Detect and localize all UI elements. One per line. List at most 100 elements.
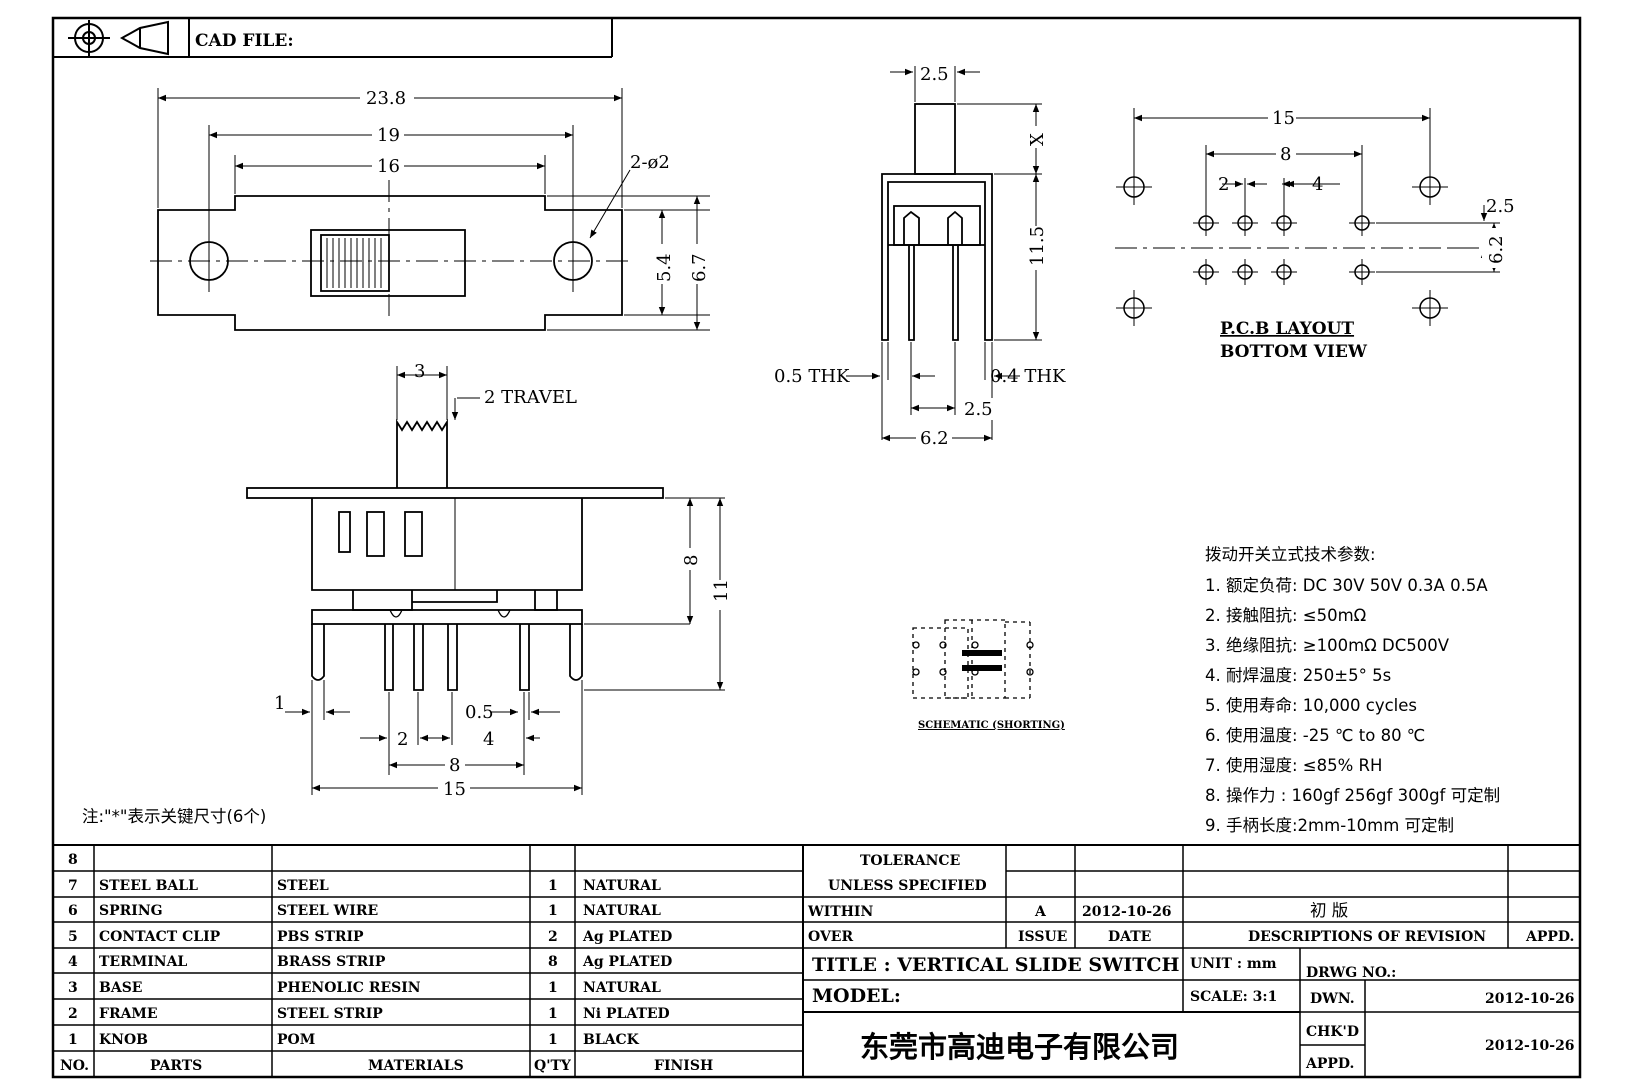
schematic-caption: SCHEMATIC (SHORTING): [918, 720, 1065, 731]
bom-table: [53, 844, 1580, 1077]
dim-thk-04: 0.4 THK: [990, 366, 1066, 387]
dim-x: X: [1027, 133, 1048, 146]
side-view: [246, 366, 725, 795]
spec-title: 拨动开关立式技术参数:: [1205, 545, 1376, 564]
approved-label: APPD.: [1305, 1056, 1354, 1072]
bom-material: STEEL WIRE: [277, 903, 378, 919]
bom-part: BASE: [99, 980, 142, 996]
bom-qty: 1: [548, 1032, 558, 1048]
bom-row-no: 8: [68, 852, 78, 868]
date-header: DATE: [1108, 929, 1151, 945]
bom-qty: 1: [548, 1006, 558, 1022]
bom-finish: NATURAL: [583, 903, 661, 919]
bom-header-materials: MATERIALS: [368, 1058, 464, 1074]
dim-pcb-15: 15: [1272, 108, 1295, 129]
bom-table-text: 8 7 STEEL BALL STEEL 1 NATURAL 6 SPRING …: [60, 852, 713, 1074]
spec-item: 6. 使用温度: -25 ℃ to 80 ℃: [1205, 726, 1425, 745]
bom-qty: 1: [548, 980, 558, 996]
table-row: 4 TERMINAL BRASS STRIP 8 Ag PLATED: [68, 954, 672, 970]
pcb-dims: 15 8 2 4 2.5 6.2 P.C.B LAYOUT BOTTOM VIE…: [1218, 106, 1515, 362]
spec-item: 3. 绝缘阻抗: ≥100mΩ DC500V: [1205, 636, 1450, 655]
bom-qty: 1: [548, 903, 558, 919]
dim-travel: 2 TRAVEL: [484, 387, 577, 408]
dim-height-11: 11: [711, 579, 732, 602]
end-view-dims: 2.5 X 11.5 0.5 THK 0.4 THK 2.5 6.2: [774, 64, 1066, 450]
bom-row-no: 1: [68, 1032, 78, 1048]
bom-part: STEEL BALL: [99, 878, 198, 894]
bom-material: PHENOLIC RESIN: [277, 980, 421, 996]
unit-label: UNIT : mm: [1190, 956, 1277, 972]
schematic: [912, 619, 1034, 700]
bom-header-no: NO.: [60, 1058, 89, 1074]
tolerance-label: TOLERANCE: [860, 853, 960, 869]
dim-terminal-05: 0.5: [465, 702, 494, 723]
spec-item: 7. 使用湿度: ≤85% RH: [1205, 756, 1382, 775]
unless-specified-label: UNLESS SPECIFIED: [828, 878, 987, 894]
bom-finish: Ni PLATED: [583, 1006, 670, 1022]
key-dimension-note: 注:"*"表示关键尺寸(6个): [82, 807, 266, 826]
checked-label: CHK'D: [1306, 1024, 1359, 1040]
dim-height-inner: 5.4: [654, 253, 675, 282]
bom-header-qty: Q'TY: [534, 1058, 572, 1074]
within-label: WITHIN: [807, 904, 873, 920]
bom-part: KNOB: [99, 1032, 148, 1048]
pcb-bottom-view-label: BOTTOM VIEW: [1220, 342, 1368, 362]
title-block-text: TOLERANCE UNLESS SPECIFIED WITHIN OVER A…: [807, 853, 1575, 1072]
bom-finish: BLACK: [583, 1032, 640, 1048]
revision-description: 初 版: [1310, 901, 1348, 920]
bom-row-no: 2: [68, 1006, 78, 1022]
cad-file-label: CAD FILE:: [195, 31, 294, 51]
bom-finish: NATURAL: [583, 980, 661, 996]
bom-row-no: 7: [68, 878, 78, 894]
dim-height-8: 8: [681, 555, 702, 566]
dim-body-length: 16: [377, 156, 400, 177]
revision-letter: A: [1034, 904, 1047, 920]
dim-pcb-2: 2: [1218, 174, 1229, 195]
table-row: 1 KNOB POM 1 BLACK: [68, 1032, 640, 1048]
revision-header: DESCRIPTIONS OF REVISION: [1248, 929, 1486, 945]
drawn-date: 2012-10-26: [1485, 991, 1575, 1007]
table-row: 3 BASE PHENOLIC RESIN 1 NATURAL: [68, 980, 661, 996]
dim-pitch-15: 15: [443, 779, 466, 800]
approved-header: APPD.: [1525, 929, 1574, 945]
issue-header: ISSUE: [1018, 929, 1067, 945]
specifications: 拨动开关立式技术参数: 1. 额定负荷: DC 30V 50V 0.3A 0.5…: [1205, 545, 1500, 835]
dim-thk-05: 0.5 THK: [774, 366, 850, 387]
bom-material: POM: [277, 1032, 315, 1048]
bom-part: SPRING: [99, 903, 163, 919]
checked-date: 2012-10-26: [1485, 1038, 1575, 1054]
projection-symbol: [68, 20, 169, 56]
bom-part: TERMINAL: [99, 954, 187, 970]
dim-pcb-8: 8: [1280, 144, 1291, 165]
dim-pcb-6-2: 6.2: [1486, 235, 1507, 264]
bom-header-parts: PARTS: [150, 1058, 202, 1074]
top-view-dims: 23.8 19 16 2-ø2 5.4 6.7: [360, 86, 710, 284]
bom-part: FRAME: [99, 1006, 158, 1022]
drawing-number-label: DRWG NO.:: [1306, 965, 1396, 981]
table-row: 2 FRAME STEEL STRIP 1 Ni PLATED: [68, 1006, 670, 1022]
title-block: [803, 845, 1580, 1077]
top-view: [150, 88, 710, 331]
drawing-title: TITLE : VERTICAL SLIDE SWITCH: [812, 954, 1180, 976]
bom-qty: 1: [548, 878, 558, 894]
model-label: MODEL:: [812, 985, 901, 1007]
bom-row-no: 4: [68, 954, 78, 970]
dim-hole-pitch: 19: [377, 125, 400, 146]
bom-material: STEEL: [277, 878, 329, 894]
dim-height-outer: 6.7: [689, 253, 710, 282]
dim-width-6-2: 6.2: [920, 428, 949, 449]
spec-item: 4. 耐焊温度: 250±5° 5s: [1205, 666, 1391, 685]
bom-material: STEEL STRIP: [277, 1006, 383, 1022]
bom-qty: 2: [548, 929, 558, 945]
bom-finish: Ag PLATED: [582, 954, 672, 970]
revision-date: 2012-10-26: [1082, 904, 1172, 920]
header-block: CAD FILE:: [53, 18, 613, 58]
side-view-dims: 3 2 TRAVEL 8 11 1 0.5 2 4 8 15 注:"*"表示关键…: [82, 361, 732, 826]
spec-item: 2. 接触阻抗: ≤50mΩ: [1205, 606, 1366, 625]
spec-item: 1. 额定负荷: DC 30V 50V 0.3A 0.5A: [1205, 576, 1488, 595]
bom-qty: 8: [548, 954, 558, 970]
dim-pitch-2-5: 2.5: [964, 399, 993, 420]
terminal-holes: [1193, 210, 1375, 285]
pcb-layout-title: P.C.B LAYOUT: [1220, 319, 1354, 339]
